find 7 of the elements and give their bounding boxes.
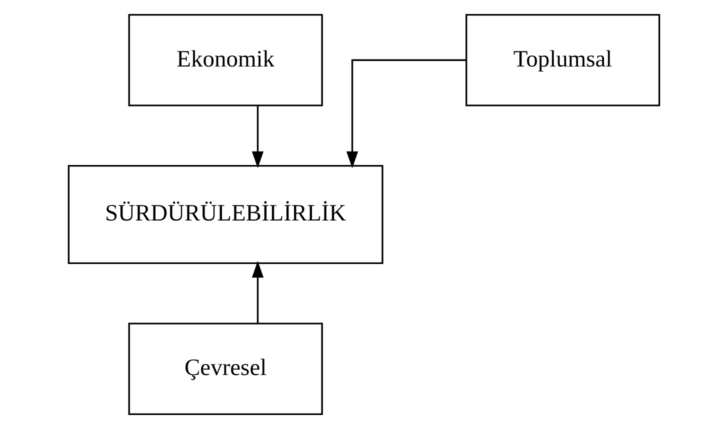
node-box: Çevresel xyxy=(128,322,323,415)
arrow xyxy=(346,59,466,168)
node-box: Toplumsal xyxy=(466,14,660,106)
arrow xyxy=(252,260,264,324)
arrow xyxy=(252,106,264,168)
node-box: SÜRDÜRÜLEBİLİRLİK xyxy=(68,165,384,264)
node-box: Ekonomik xyxy=(128,14,323,106)
